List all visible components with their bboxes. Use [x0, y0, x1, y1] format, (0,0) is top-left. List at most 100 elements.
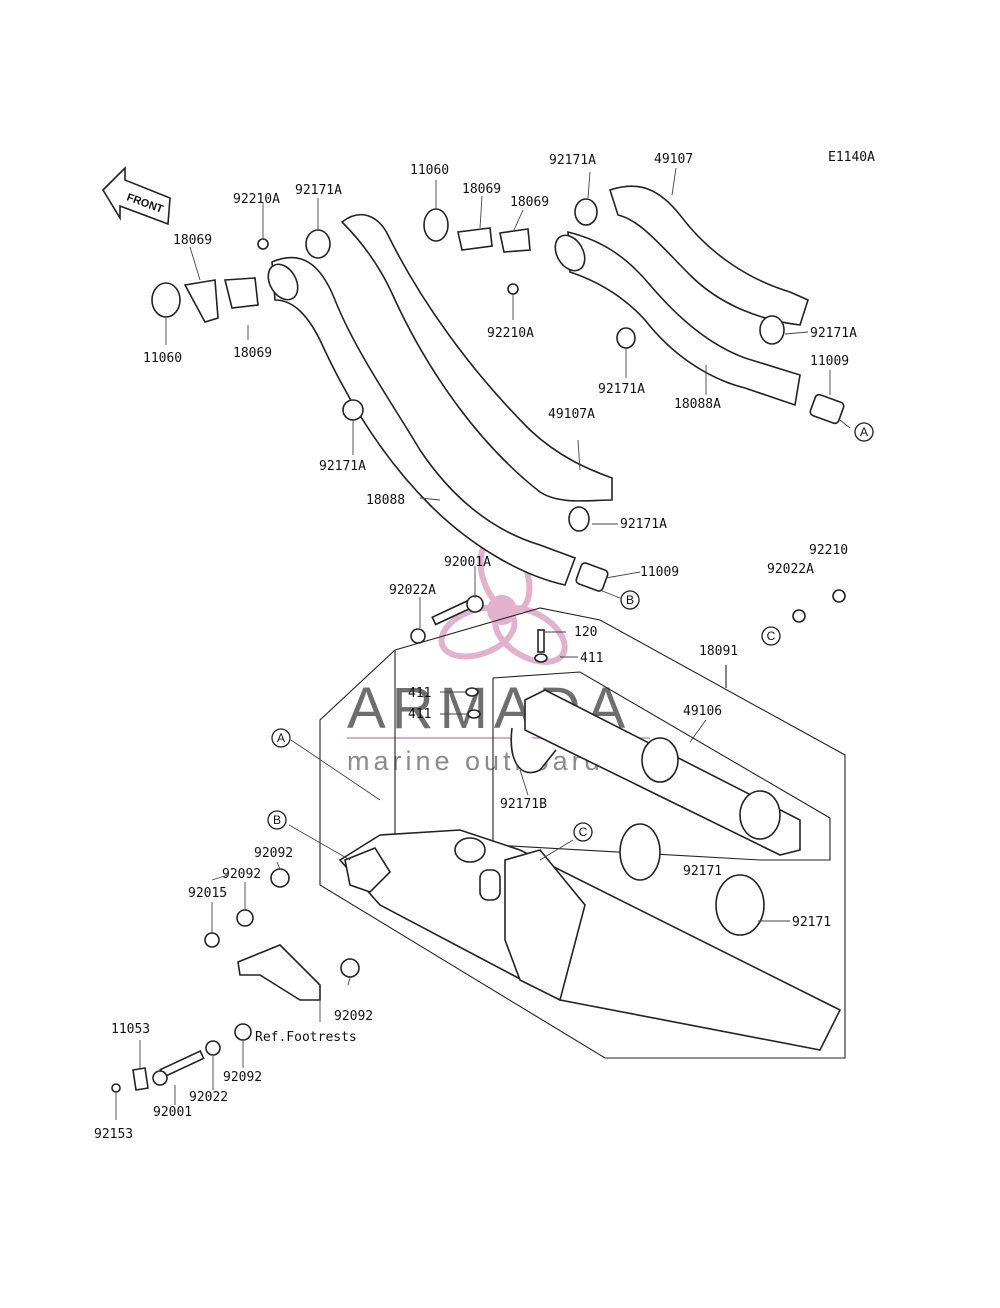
washer-411-a — [534, 653, 548, 663]
label-92171A-mid: 92171A — [598, 382, 645, 397]
callout-C-lower: C — [573, 822, 593, 842]
svg-text:A: A — [277, 731, 285, 745]
label-18069-left: 18069 — [173, 233, 212, 248]
svg-text:B: B — [273, 813, 281, 827]
washer-92022A-left — [410, 628, 426, 644]
label-411-b: 411 — [408, 686, 431, 701]
label-92210A-mid: 92210A — [487, 326, 534, 341]
label-411-c: 411 — [408, 707, 431, 722]
clamp-92171B — [510, 727, 557, 774]
callout-B-right: B — [620, 590, 640, 610]
svg-text:B: B — [626, 593, 634, 607]
flange-18069-top-b — [499, 228, 531, 253]
exhaust-pipe-18088 — [267, 256, 577, 586]
leader-lines-upper — [165, 167, 851, 599]
label-92210: 92210 — [809, 543, 848, 558]
label-120: 120 — [574, 625, 597, 640]
washer-411-c — [467, 709, 481, 719]
label-11053: 11053 — [111, 1022, 150, 1037]
label-11060-top: 11060 — [410, 163, 449, 178]
exhaust-pipe-18088A — [554, 230, 801, 407]
footrest-bracket — [237, 944, 321, 1001]
nut-92092-d — [234, 1023, 252, 1041]
label-92171A-right: 92171A — [810, 326, 857, 341]
label-92022A-left: 92022A — [389, 583, 436, 598]
gasket-11060-top — [423, 208, 449, 242]
callout-A-right: A — [854, 422, 874, 442]
label-411-a: 411 — [580, 651, 603, 666]
label-18069-top-b: 18069 — [510, 195, 549, 210]
label-92092-b: 92092 — [222, 867, 261, 882]
label-11060-left: 11060 — [143, 351, 182, 366]
flange-18069-top — [457, 227, 493, 251]
label-49106: 49106 — [683, 704, 722, 719]
bracket-11053 — [132, 1067, 149, 1091]
label-92022: 92022 — [189, 1090, 228, 1105]
label-18088A: 18088A — [674, 397, 721, 412]
screw-92153 — [111, 1083, 121, 1093]
label-92171-a: 92171 — [683, 864, 722, 879]
callout-C-right: C — [761, 626, 781, 646]
clamp-92171A-group — [305, 198, 785, 532]
svg-text:C: C — [767, 629, 776, 643]
front-arrow-icon: FRONT — [101, 166, 171, 226]
svg-text:C: C — [579, 825, 588, 839]
label-ref-footrests: Ref.Footrests — [255, 1030, 357, 1045]
label-49107A: 49107A — [548, 407, 595, 422]
label-92210A-left: 92210A — [233, 192, 280, 207]
diagram-code: E1140A — [828, 150, 875, 165]
label-92171A-left: 92171A — [295, 183, 342, 198]
clamp-92171-b — [715, 874, 765, 936]
gasket-11060-left — [151, 282, 181, 318]
assembly-outline-18091 — [319, 607, 846, 1059]
label-49107: 49107 — [654, 152, 693, 167]
nut-92015 — [204, 932, 220, 948]
label-92171A-top: 92171A — [549, 153, 596, 168]
label-92171B: 92171B — [500, 797, 547, 812]
collar-11009-lower — [575, 562, 609, 592]
nut-92210A-mid — [507, 283, 519, 295]
leader-lines-lower — [115, 566, 790, 1120]
heat-cover-49107 — [608, 185, 809, 326]
nut-92092-a — [270, 868, 290, 888]
svg-text:A: A — [860, 425, 868, 439]
label-92001: 92001 — [153, 1105, 192, 1120]
pipe-joint — [344, 847, 392, 893]
label-92171A-lower: 92171A — [319, 459, 366, 474]
washer-92022A-right — [792, 609, 806, 623]
label-18088: 18088 — [366, 493, 405, 508]
callout-A-left: A — [271, 728, 291, 748]
label-18069-top: 18069 — [462, 182, 501, 197]
label-92001A: 92001A — [444, 555, 491, 570]
bolt-92001 — [152, 1050, 205, 1086]
callout-B-left: B — [267, 810, 287, 830]
clamp-92171-a — [619, 823, 661, 881]
flange-18069-left — [183, 279, 219, 323]
label-92015: 92015 — [188, 886, 227, 901]
flange-18069-mid — [223, 277, 259, 309]
label-18069-left-b: 18069 — [233, 346, 272, 361]
label-18091: 18091 — [699, 644, 738, 659]
label-92022A-right: 92022A — [767, 562, 814, 577]
nut-92210 — [832, 589, 846, 603]
muffler-18091 — [338, 829, 842, 1051]
label-92171-b: 92171 — [792, 915, 831, 930]
bolt-92001A — [431, 595, 484, 626]
label-11009-right: 11009 — [810, 354, 849, 369]
label-92171A-low2: 92171A — [620, 517, 667, 532]
heat-shield-49106 — [492, 671, 831, 861]
label-92092-a: 92092 — [254, 846, 293, 861]
nut-92092-c — [340, 958, 360, 978]
collar-11009 — [809, 393, 845, 425]
washer-92022 — [205, 1040, 221, 1056]
label-92092-d: 92092 — [223, 1070, 262, 1085]
washer-411-b — [465, 687, 479, 697]
label-11009-low: 11009 — [640, 565, 679, 580]
heat-cover-49107A — [340, 213, 613, 502]
nut-92092-b — [236, 909, 254, 927]
bolt-120 — [537, 629, 545, 653]
label-92153: 92153 — [94, 1127, 133, 1142]
nut-92210A-left — [257, 238, 269, 250]
